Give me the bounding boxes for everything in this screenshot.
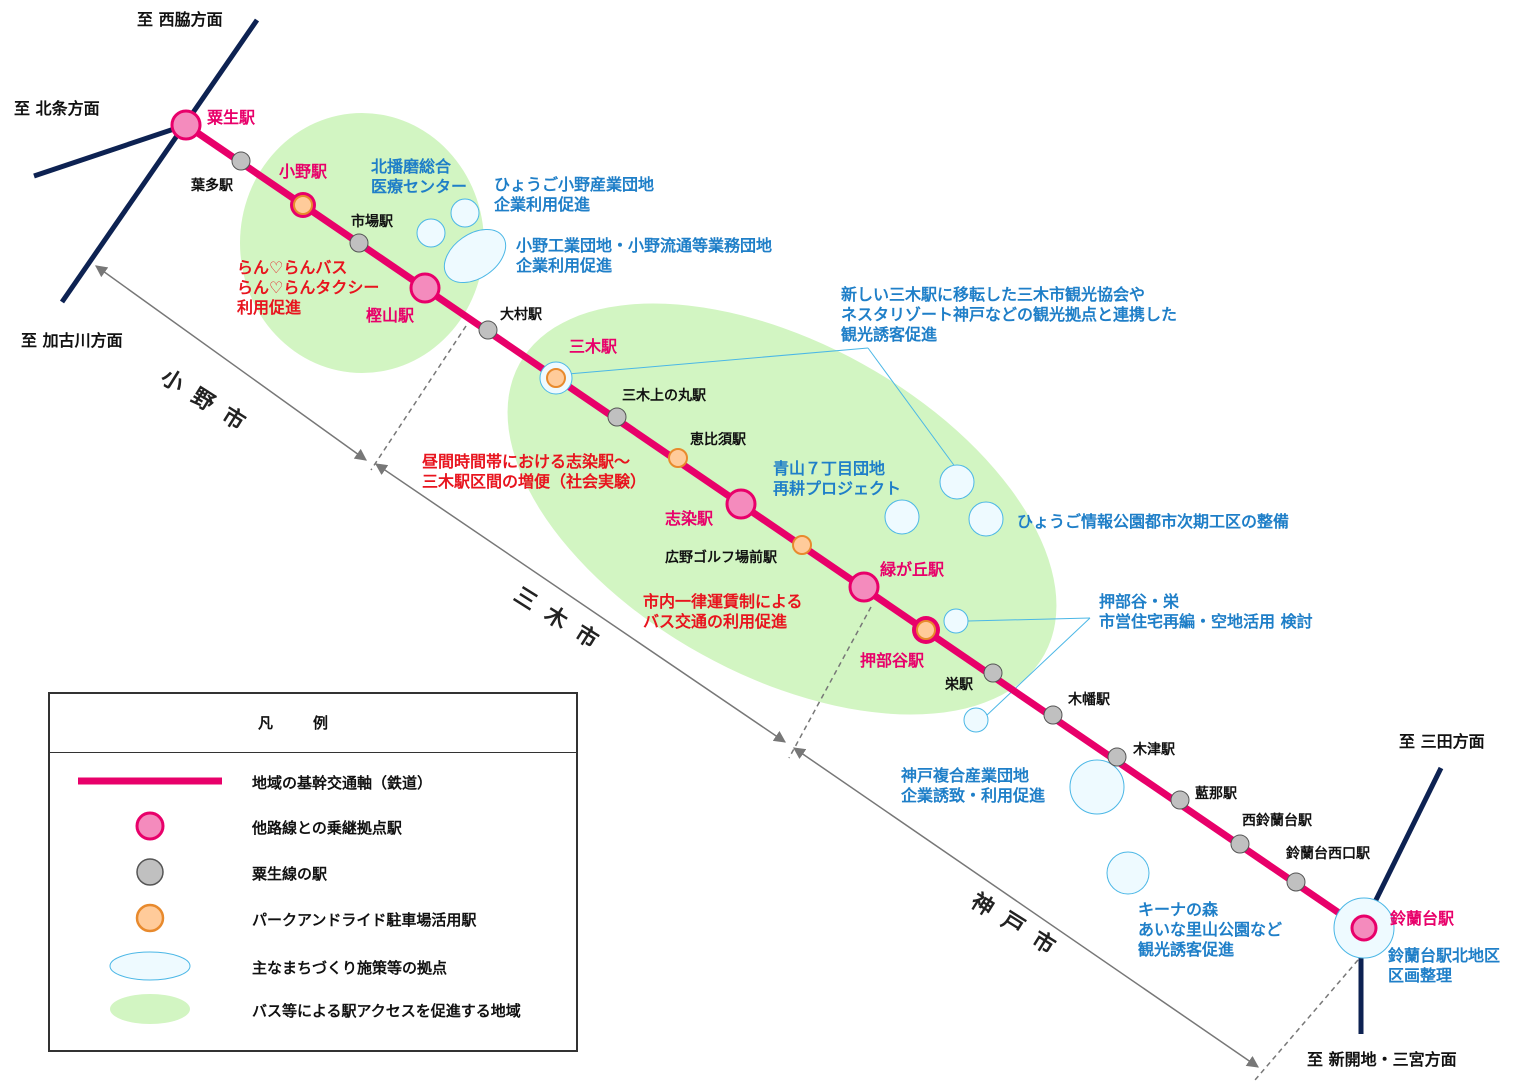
station-aina	[1170, 790, 1190, 810]
legend-item-town-hub: 主なまちづくり施策等の拠点	[50, 951, 576, 981]
legend-item-ao-station: 粟生線の駅	[50, 857, 576, 887]
hub-ono-kogyo	[443, 228, 507, 284]
station-midorigaoka	[848, 571, 880, 603]
note-joho-koen: ひょうご情報公園都市次期工区の整備	[1017, 512, 1290, 531]
note-ranran: らん♡らんバス らん♡らんタクシー 利用促進	[237, 258, 380, 317]
label-midorigaoka: 緑が丘駅	[880, 560, 945, 579]
city-arrows	[95, 265, 1259, 1068]
note-zoubin: 昼間時間帯における志染駅～ 三木駅区間の増便（社会実験）	[422, 452, 647, 491]
station-ichiba	[349, 233, 369, 253]
transfer-station-symbol	[135, 811, 165, 841]
label-kizu: 木津駅	[1133, 742, 1175, 758]
legend-label: バス等による駅アクセスを促進する地域	[252, 1002, 521, 1020]
label-hironogolf: 広野ゴルフ場前駅	[665, 550, 777, 566]
hub-miki-kanko	[939, 464, 975, 500]
legend-label: 主なまちづくり施策等の拠点	[252, 959, 448, 977]
note-oshibedani-sakae: 押部谷・栄 市営住宅再編・空地活用 検討	[1099, 592, 1313, 631]
station-mikiuenomaru	[607, 407, 627, 427]
legend-label: 他路線との乗継拠点駅	[252, 819, 402, 837]
hub-oshibedani	[943, 608, 969, 634]
station-nishisuzurandai	[1230, 834, 1250, 854]
ao-line	[184, 122, 1363, 931]
legend-item-transfer-station: 他路線との乗継拠点駅	[50, 811, 576, 841]
hub-sakae	[963, 707, 989, 733]
station-hironogolf-pr	[792, 535, 812, 555]
station-miki-pr	[546, 368, 566, 388]
label-kobata: 木幡駅	[1068, 692, 1110, 708]
hub-hyogo-ono	[450, 198, 480, 228]
hub-joho-koen	[968, 501, 1004, 537]
hub-connectors	[567, 347, 1091, 717]
legend-title: 凡例	[50, 694, 576, 753]
note-suzurandai-kita: 鈴蘭台駅北地区 区画整理	[1388, 946, 1501, 985]
station-sakae	[983, 663, 1003, 683]
note-kobe-fukugo: 神戸複合産業団地 企業誘致・利用促進	[901, 766, 1046, 805]
city-borders	[370, 325, 1359, 1081]
bus-area-symbol	[110, 994, 190, 1024]
label-ao: 粟生駅	[207, 108, 256, 127]
label-sakae: 栄駅	[945, 677, 973, 693]
hub-kina	[1106, 851, 1150, 895]
other-lines	[33, 18, 1444, 1034]
legend-label: 粟生線の駅	[252, 865, 328, 883]
label-miki: 三木駅	[569, 337, 618, 356]
label-nishisuzurandai: 西鈴蘭台駅	[1242, 813, 1312, 829]
label-oshibedani: 押部谷駅	[860, 651, 925, 670]
station-suzurandainishiguchi	[1286, 872, 1306, 892]
label-ichiba: 市場駅	[351, 214, 393, 230]
gray-station-symbol	[136, 858, 164, 886]
station-suzurandai	[1350, 914, 1378, 942]
legend-label: 地域の基幹交通軸（鉄道）	[252, 774, 433, 792]
label-suzurandainishiguchi: 鈴蘭台西口駅	[1286, 846, 1370, 862]
note-kina: キーナの森 あいな里山公園など 観光誘客促進	[1138, 900, 1283, 959]
label-omura: 大村駅	[500, 307, 542, 323]
station-ebisu-pr	[668, 448, 688, 468]
hub-kobe-fukugo	[1069, 759, 1125, 815]
trunk-line-symbol	[78, 777, 222, 785]
station-kizu	[1107, 747, 1127, 767]
label-ebisu: 恵比須駅	[690, 432, 746, 448]
note-hyogo-ono: ひょうご小野産業団地 企業利用促進	[494, 175, 655, 214]
label-mikiuenomaru: 三木上の丸駅	[622, 388, 706, 404]
station-omura	[478, 320, 498, 340]
dir-sanda: 至 三田方面	[1399, 732, 1485, 751]
label-kashiyama: 樫山駅	[366, 306, 415, 325]
dir-hojo: 至 北条方面	[14, 99, 100, 118]
note-kitaharima: 北播磨総合 医療センター	[371, 157, 468, 196]
label-suzurandai: 鈴蘭台駅	[1390, 909, 1455, 928]
station-hata	[231, 151, 251, 171]
legend-item-pr-station: パークアンドライド駐車場活用駅	[50, 903, 576, 933]
pr-station-symbol	[135, 903, 165, 933]
gray-stations	[231, 151, 1306, 892]
legend-item-bus-area: バス等による駅アクセスを促進する地域	[50, 994, 576, 1024]
town-hub-symbol	[109, 951, 191, 981]
note-ono-kogyo: 小野工業団地・小野流通等業務団地 企業利用促進	[516, 236, 773, 275]
pr-stations	[290, 192, 940, 644]
legend-label: パークアンドライド駐車場活用駅	[252, 911, 477, 929]
dir-kakogawa: 至 加古川方面	[21, 331, 123, 350]
dir-nishiwaki: 至 西脇方面	[137, 10, 223, 29]
note-aoyama: 青山７丁目団地 再耕プロジェクト	[773, 459, 902, 498]
legend-item-trunk-line: 地域の基幹交通軸（鉄道）	[50, 766, 576, 796]
legend: 凡例 地域の基幹交通軸（鉄道） 他路線との乗継拠点駅 粟生線の駅 パークアンドラ…	[48, 692, 578, 1052]
label-aina: 藍那駅	[1195, 786, 1237, 802]
label-ono: 小野駅	[279, 162, 328, 181]
label-hata: 葉多駅	[191, 178, 233, 194]
hub-aoyama	[884, 499, 920, 535]
hub-kitaharima	[416, 218, 446, 248]
station-kashiyama	[409, 272, 441, 304]
transfer-stations	[170, 109, 1378, 942]
dir-shinkaichi: 至 新開地・三宮方面	[1307, 1050, 1457, 1069]
note-ichiritsu: 市内一律運賃制による バス交通の利用促進	[643, 592, 803, 631]
label-shijimi: 志染駅	[665, 509, 714, 528]
note-miki-kanko: 新しい三木駅に移転した三木市観光協会や ネスタリゾート神戸などの観光拠点と連携し…	[841, 285, 1178, 344]
station-shijimi	[725, 488, 757, 520]
station-kobata	[1043, 705, 1063, 725]
station-ao	[170, 109, 202, 141]
